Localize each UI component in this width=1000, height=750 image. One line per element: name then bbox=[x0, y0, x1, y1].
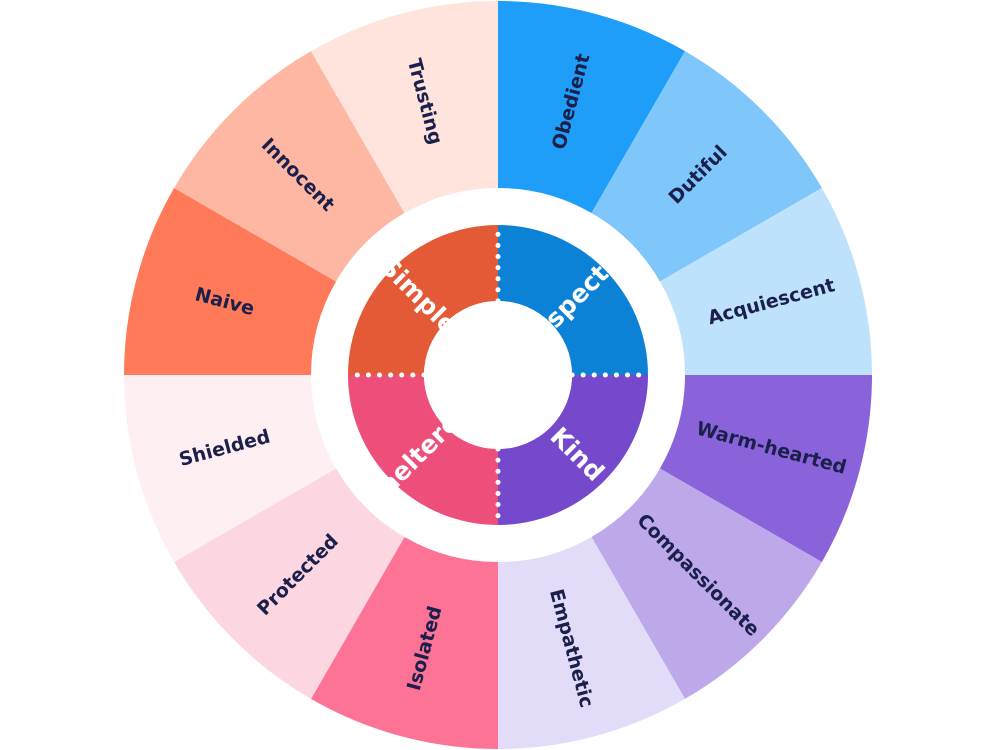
inner-sector-simple bbox=[348, 225, 498, 375]
outer-sector-naive bbox=[124, 188, 337, 375]
outer-sector-shielded bbox=[124, 375, 337, 562]
outer-sector-dutiful bbox=[591, 51, 822, 282]
inner-ring-dividers bbox=[345, 222, 651, 528]
outer-sector-obedient bbox=[498, 1, 685, 214]
outer-sector-protected bbox=[174, 468, 405, 699]
center-hole bbox=[424, 301, 572, 449]
outer-sector-warm-hearted bbox=[659, 375, 872, 562]
inner-sector-kind bbox=[498, 375, 648, 525]
outer-sector-empathetic bbox=[498, 536, 685, 749]
outer-sector-trusting bbox=[311, 1, 498, 214]
inner-ring bbox=[348, 225, 648, 525]
inner-sector-sheltered bbox=[348, 375, 498, 525]
outer-sector-acquiescent bbox=[659, 188, 872, 375]
outer-sector-compassionate bbox=[591, 468, 822, 699]
outer-sector-isolated bbox=[311, 536, 498, 749]
outer-ring bbox=[124, 1, 872, 749]
outer-sector-innocent bbox=[174, 51, 405, 282]
inner-sector-respectful bbox=[498, 225, 648, 375]
